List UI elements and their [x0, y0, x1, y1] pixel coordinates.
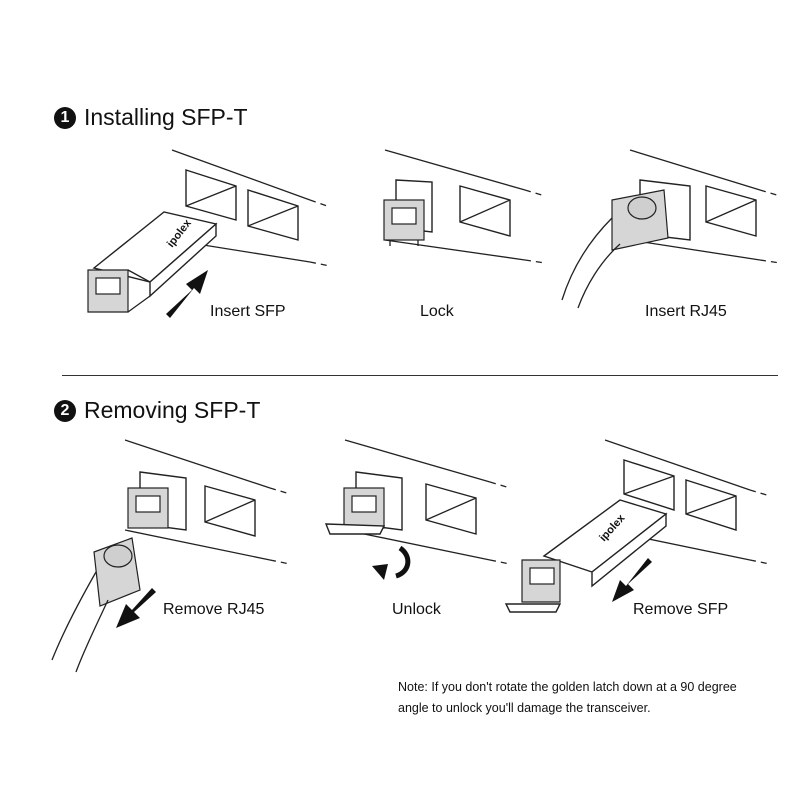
illustration-insert-sfp: ipolex	[87, 149, 331, 318]
step-label-remove-sfp: Remove SFP	[633, 601, 729, 618]
remove-arrow-icon	[612, 558, 652, 602]
rotate-arrow-icon	[395, 545, 411, 579]
step-label-insert-sfp: Insert SFP	[210, 303, 286, 320]
step-number-badge-2: 2	[54, 399, 76, 422]
remove-arrow-icon	[116, 588, 156, 628]
step-number-badge-1: 1	[54, 106, 76, 129]
section-removing-heading: Removing SFP-T	[84, 397, 261, 423]
bail-latch	[504, 603, 562, 613]
section-removing-title: 2 Removing SFP-T	[54, 397, 260, 424]
step-label-lock: Lock	[420, 303, 454, 320]
bail-latch	[324, 523, 386, 535]
illustration-insert-rj45	[561, 149, 781, 309]
step-label-remove-rj45: Remove RJ45	[163, 601, 265, 618]
illustration-remove-sfp: ipolex	[504, 439, 771, 613]
warning-note: Note: If you don't rotate the golden lat…	[398, 680, 737, 715]
step-label-insert-rj45: Insert RJ45	[645, 303, 727, 320]
insert-arrow-icon	[166, 270, 208, 318]
section-installing-heading: Installing SFP-T	[84, 104, 248, 130]
illustration-lock	[383, 149, 546, 264]
switch-port	[185, 169, 237, 221]
section-installing-title: 1 Installing SFP-T	[54, 104, 248, 131]
step-label-unlock: Unlock	[392, 601, 441, 618]
section-divider	[62, 375, 778, 376]
switch-port	[247, 189, 299, 241]
illustration-remove-rj45	[51, 439, 291, 673]
illustration-unlock	[324, 439, 511, 580]
